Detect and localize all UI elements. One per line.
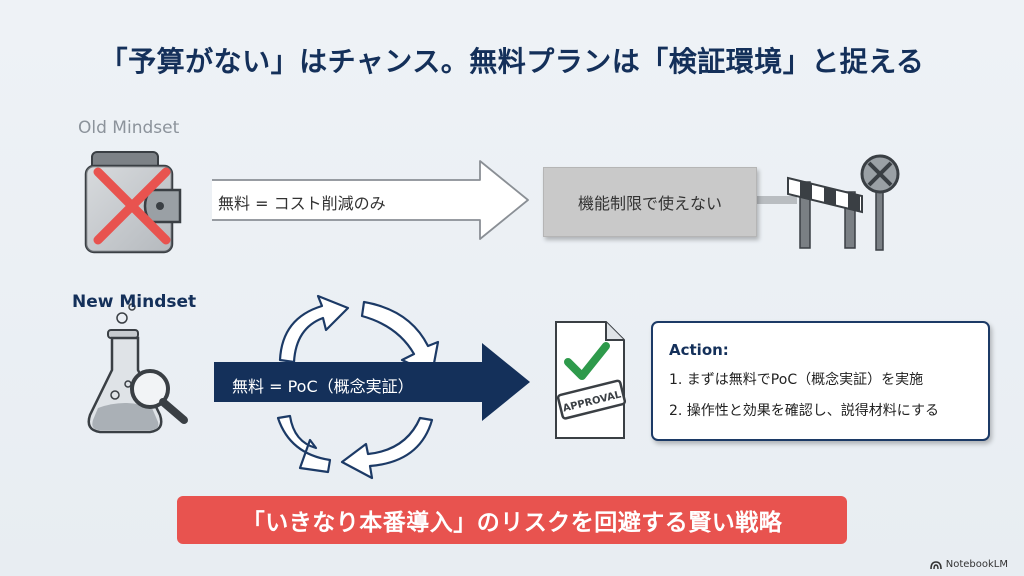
- flask-icon: [87, 303, 163, 434]
- strategy-banner: 「いきなり本番導入」のリスクを回避する賢い戦略: [177, 496, 847, 544]
- no-entry-sign-icon: [860, 154, 900, 251]
- old-arrow-text: 無料 = コスト削減のみ: [218, 194, 386, 213]
- barrier-icon: [787, 176, 863, 249]
- old-mindset-label: Old Mindset: [78, 118, 180, 138]
- brand-mark: NotebookLM: [929, 559, 1008, 570]
- action-item: 2. 操作性と効果を確認し、説得材料にする: [669, 403, 939, 419]
- notebooklm-logo-icon: [929, 560, 942, 569]
- new-arrow-text: 無料 = PoC（概念実証）: [232, 377, 414, 396]
- new-arrow: [214, 343, 530, 421]
- action-title: Action:: [669, 341, 729, 359]
- magnifier-icon: [130, 369, 188, 424]
- action-box: Action: 1. まずは無料でPoC（概念実証）を実施 2. 操作性と効果を…: [651, 321, 990, 441]
- old-arrow: [212, 160, 529, 240]
- approval-document-icon: APPROVAL: [555, 321, 627, 439]
- page-title: 「予算がない」はチャンス。無料プランは「検証環境」と捉える: [99, 45, 925, 78]
- new-mindset-label: New Mindset: [72, 292, 197, 312]
- red-x-icon: [93, 167, 171, 245]
- action-item: 1. まずは無料でPoC（概念実証）を実施: [669, 372, 924, 388]
- cycle-arrows-icon: [276, 294, 440, 480]
- limited-function-box: 機能制限で使えない: [543, 167, 757, 237]
- checkmark-icon: [564, 342, 610, 380]
- brand-name: NotebookLM: [945, 559, 1008, 570]
